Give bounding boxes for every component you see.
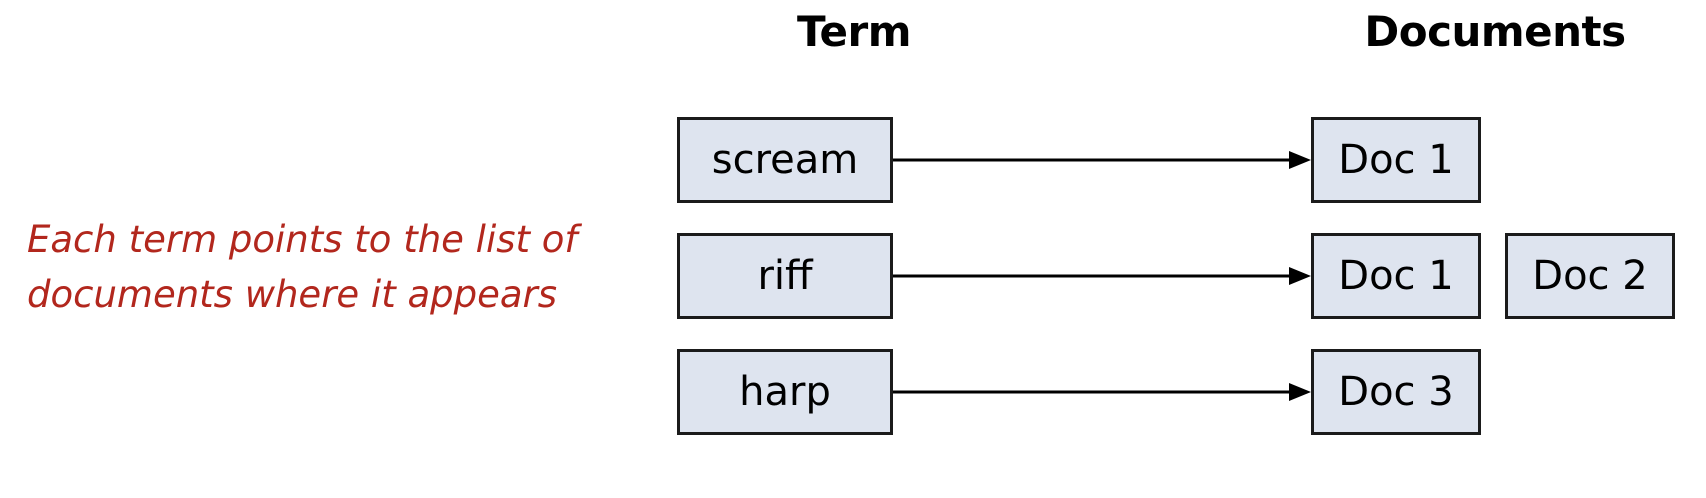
arrow-right-icon-svg (893, 151, 1311, 169)
document-box-doc-2-row-2[interactable]: Doc 2 (1505, 233, 1675, 319)
arrow-right-icon (893, 264, 1311, 288)
term-box-harp[interactable]: harp (677, 349, 893, 435)
arrow-right-icon-svg (893, 383, 1311, 401)
caption-text: Each term points to the list of document… (27, 218, 578, 316)
document-box-doc-1-row-2[interactable]: Doc 1 (1311, 233, 1481, 319)
column-header-documents: Documents (1364, 7, 1626, 56)
arrow-right-icon (893, 380, 1311, 404)
column-header-term: Term (796, 7, 912, 56)
term-box-riff[interactable]: riff (677, 233, 893, 319)
document-box-doc-1-row-1[interactable]: Doc 1 (1311, 117, 1481, 203)
term-box-scream[interactable]: scream (677, 117, 893, 203)
document-box-doc-3-row-3[interactable]: Doc 3 (1311, 349, 1481, 435)
arrow-right-icon (893, 148, 1311, 172)
arrow-right-icon-svg (893, 267, 1311, 285)
